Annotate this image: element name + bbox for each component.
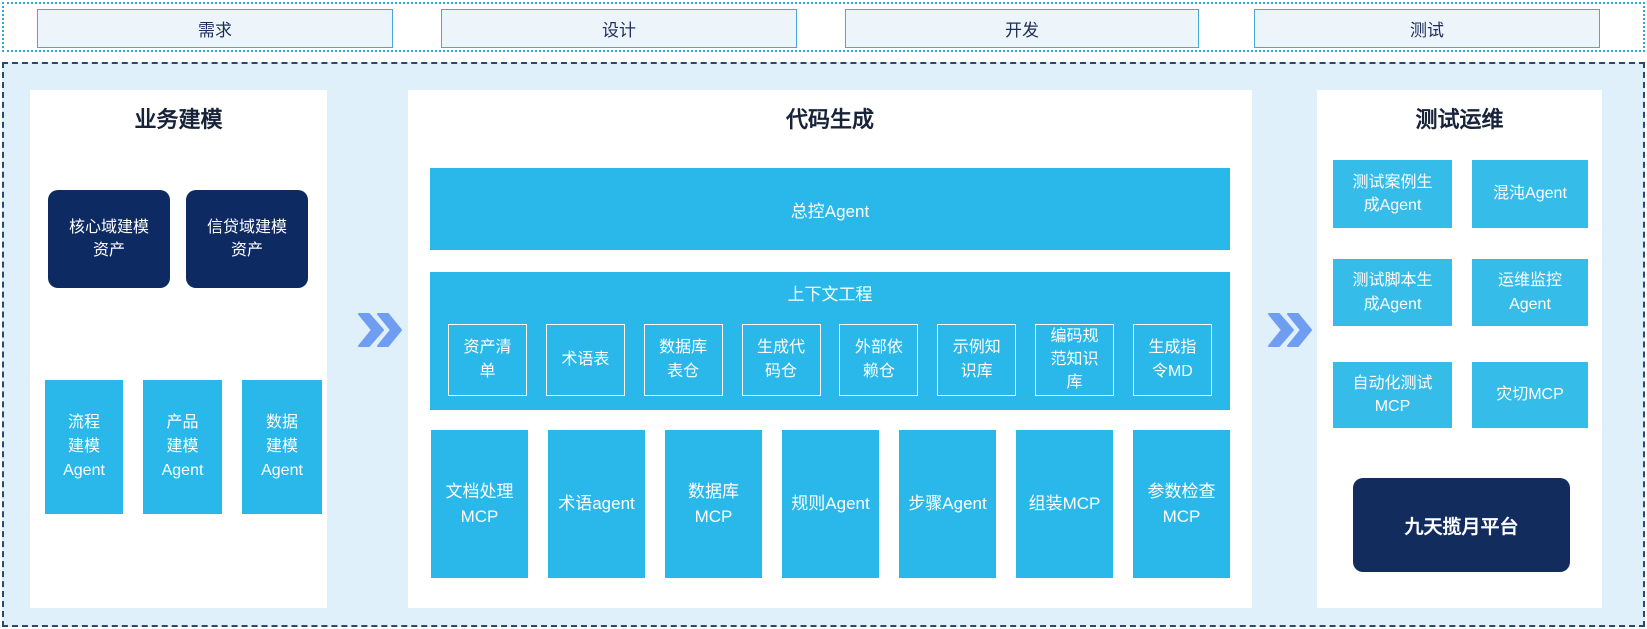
automation-test-mcp-box: 自动化测试 MCP [1333,362,1452,428]
phase-testing: 测试 [1254,9,1600,48]
rules-agent-box: 规则Agent [782,430,879,578]
assembly-mcp-box: 组装MCP [1016,430,1113,578]
context-engineering-block: 上下文工程 资产清 单 术语表 数据库 表仓 生成代 码仓 外部依 赖仓 示例知… [430,272,1230,410]
context-item-example-kb: 示例知 识库 [937,323,1017,396]
param-check-mcp-box: 参数检查 MCP [1133,430,1230,578]
business-modeling-panel: 业务建模 核心域建模 资产 信贷域建模 资产 流程 建模 Agent 产品 建模… [30,90,327,608]
context-item-glossary: 术语表 [545,323,625,396]
test-ops-panel: 测试运维 测试案例生 成Agent 混沌Agent 测试脚本生 成Agent 运… [1317,90,1602,608]
chevron-right-icon [1266,312,1312,348]
agent-box-data-modeling: 数据 建模 Agent [242,380,322,514]
phase-label: 设计 [602,21,636,40]
context-item-generated-code-repo: 生成代 码仓 [741,323,821,396]
mcp-doc-processing-box: 文档处理 MCP [431,430,528,578]
test-script-gen-agent-box: 测试脚本生 成Agent [1333,259,1452,326]
asset-box-core-domain: 核心域建模 资产 [48,190,170,288]
phase-requirements: 需求 [37,9,393,48]
code-generation-panel: 代码生成 总控Agent 上下文工程 资产清 单 术语表 数据库 表仓 生成代 … [408,90,1252,608]
asset-box-credit-domain: 信贷域建模 资产 [186,190,308,288]
context-item-asset-list: 资产清 单 [448,323,527,396]
phase-label: 测试 [1410,21,1444,40]
context-item-gen-instructions-md: 生成指 令MD [1132,323,1212,396]
steps-agent-box: 步骤Agent [899,430,996,578]
context-item-coding-standards-kb: 编码规 范知识 库 [1035,323,1115,396]
phase-design: 设计 [441,9,797,48]
disaster-switch-mcp-box: 灾切MCP [1472,362,1588,428]
test-case-gen-agent-box: 测试案例生 成Agent [1333,160,1452,228]
chevron-right-icon [356,312,402,348]
main-region: 业务建模 核心域建模 资产 信贷域建模 资产 流程 建模 Agent 产品 建模… [2,62,1645,627]
panel-title-code-generation: 代码生成 [785,107,874,132]
phase-label: 开发 [1005,21,1039,40]
glossary-agent-box: 术语agent [548,430,645,578]
phase-label: 需求 [198,21,232,40]
context-items-row: 资产清 单 术语表 数据库 表仓 生成代 码仓 外部依 赖仓 示例知 识库 编码… [448,313,1212,406]
jiutian-platform-box: 九天揽月平台 [1353,478,1570,572]
context-item-db-table-repo: 数据库 表仓 [643,323,723,396]
master-agent-bar: 总控Agent [430,168,1230,250]
phase-strip: 需求 设计 开发 测试 [2,2,1645,52]
context-item-external-deps-repo: 外部依 赖仓 [839,323,919,396]
mcp-agent-row: 文档处理 MCP 术语agent 数据库 MCP 规则Agent 步骤Agent… [431,430,1230,578]
ops-monitor-agent-box: 运维监控 Agent [1472,259,1588,326]
agent-box-product-modeling: 产品 建模 Agent [143,380,222,514]
chaos-agent-box: 混沌Agent [1472,160,1588,228]
context-engineering-title: 上下文工程 [787,285,873,304]
panel-title-test-ops: 测试运维 [1415,107,1504,132]
panel-title-business-modeling: 业务建模 [134,107,223,132]
phase-development: 开发 [845,9,1199,48]
agent-box-process-modeling: 流程 建模 Agent [45,380,123,514]
mcp-database-box: 数据库 MCP [665,430,762,578]
